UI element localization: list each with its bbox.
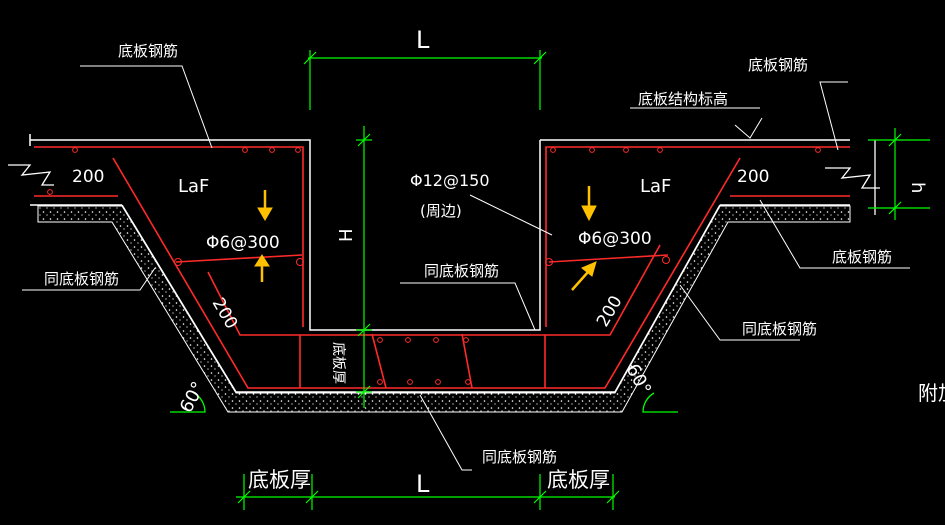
label-rebar-6-300-left: Φ6@300 [206,233,280,253]
label-same-slab-rebar-left: 同底板钢筋 [44,270,119,288]
dim-label-L-bottom: L [416,470,430,498]
break-lines [8,140,880,215]
label-perimeter: (周边) [420,202,462,220]
leader-lines [22,65,910,471]
dim-label-slab-thickness-vertical: 底板厚 [330,342,346,384]
label-200-slope-right: 200 [593,292,627,330]
label-same-slab-rebar-bottom: 同底板钢筋 [482,448,557,466]
label-slab-rebar-right: 底板钢筋 [832,248,892,266]
label-laf-left: LaF [178,176,209,197]
label-200-top-right: 200 [737,167,769,187]
arrow-down-right [581,186,597,222]
yellow-arrows [254,186,597,291]
label-slab-elevation: 底板结构标高 [638,90,728,108]
label-200-top-left: 200 [72,167,104,187]
label-same-slab-rebar-right: 同底板钢筋 [742,320,817,338]
dim-label-H: H [336,228,357,242]
angle-arcs [170,392,678,413]
label-same-slab-rebar-center: 同底板钢筋 [424,262,499,280]
dimension-lines [236,50,930,510]
dim-label-slab-thickness-left: 底板厚 [248,468,311,492]
dim-label-slab-thickness-right: 底板厚 [547,468,610,492]
label-laf-right: LaF [640,176,671,197]
label-rebar-12-150: Φ12@150 [410,171,490,190]
arrow-down-left [257,190,273,221]
label-edge-text: 附加 [918,381,945,405]
dim-label-h: h [907,182,928,193]
dim-label-L-top: L [416,26,430,54]
arrow-up-left [254,254,270,282]
rebar-lines [34,146,850,389]
arrow-up-right [571,261,597,291]
label-slab-rebar-top-right: 底板钢筋 [748,56,808,74]
concrete-hatch [37,205,851,413]
rebar-dots [47,147,821,385]
label-slab-rebar-top-left: 底板钢筋 [118,42,178,60]
label-rebar-6-300-right: Φ6@300 [578,229,652,249]
